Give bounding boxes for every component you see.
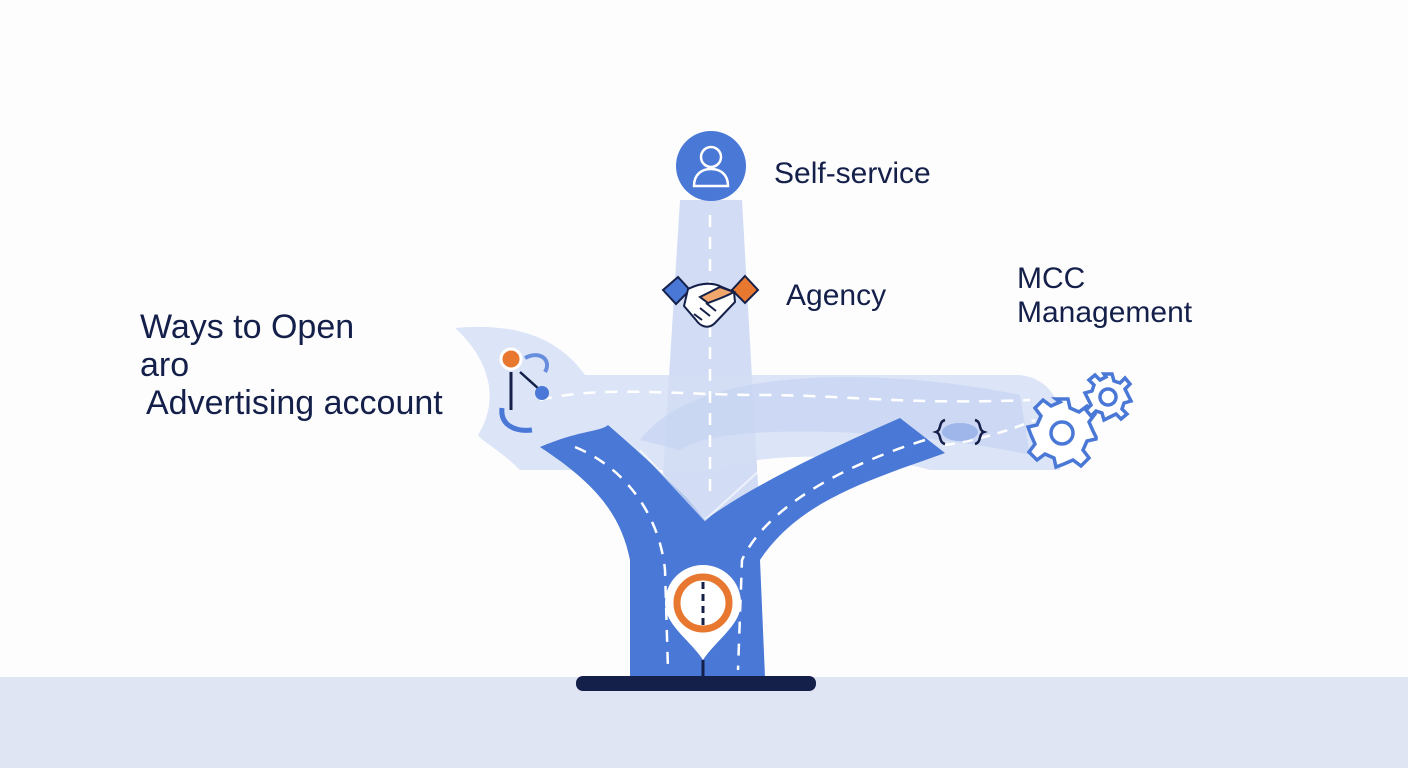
location-pin-icon <box>665 565 741 676</box>
handshake-icon <box>661 274 760 328</box>
braces-icon <box>932 418 988 446</box>
title-line-1: Ways to Open <box>140 308 355 346</box>
path-dashes-left <box>539 390 1031 403</box>
road-dashes-right <box>736 438 926 671</box>
gear-small-icon <box>1082 372 1134 423</box>
option-mcc-label: MCC Management <box>1017 262 1192 330</box>
title-line-3: Advertising account <box>146 384 443 422</box>
option-self-service-label: Self-service <box>774 157 931 190</box>
mcc-line-1: MCC <box>1017 262 1086 295</box>
option-agency-label: Agency <box>786 279 887 312</box>
path-arc <box>640 376 1030 455</box>
route-start-icon <box>499 347 549 433</box>
person-icon <box>676 131 746 201</box>
road-dashes-left <box>574 445 670 671</box>
gears-icon <box>1025 372 1134 470</box>
ground-strip <box>0 677 1408 768</box>
title-line-2: aro <box>140 346 190 384</box>
mcc-line-2: Management <box>1017 296 1193 329</box>
road-body <box>540 418 945 677</box>
diagram-title: Ways to Open aro Advertising account <box>140 308 443 422</box>
road-base <box>576 676 816 691</box>
fork-road <box>540 418 945 691</box>
road-edge-fork <box>639 449 761 522</box>
